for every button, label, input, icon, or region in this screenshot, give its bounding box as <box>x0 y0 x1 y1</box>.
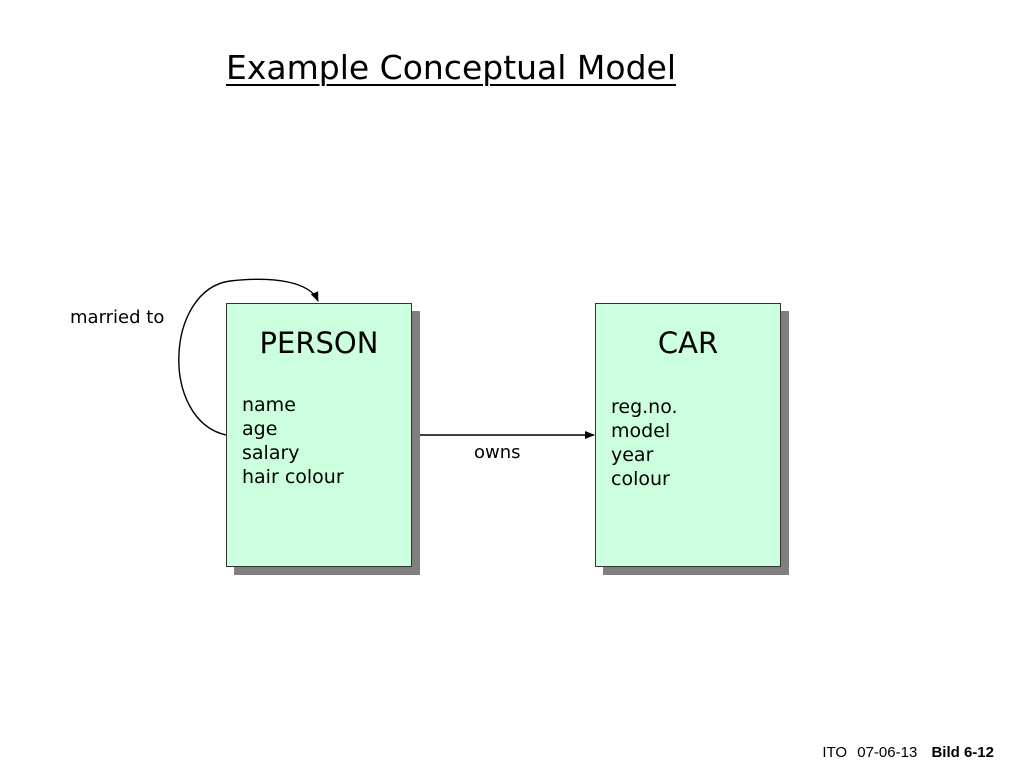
person-entity: PERSON name age salary hair colour <box>226 303 412 567</box>
footer-slide-number: Bild 6-12 <box>931 744 994 761</box>
car-attribute-year: year <box>611 444 654 466</box>
married-to-self-loop <box>178 278 319 436</box>
person-attribute-salary: salary <box>242 442 300 464</box>
person-attribute-hair-colour: hair colour <box>242 466 344 488</box>
person-attribute-name: name <box>242 394 296 416</box>
car-attribute-reg-no: reg.no. <box>611 396 678 418</box>
car-attribute-colour: colour <box>611 468 670 490</box>
footer-date: 07-06-13 <box>857 744 918 761</box>
person-attribute-list: name age salary hair colour <box>242 393 344 489</box>
married-to-label: married to <box>70 307 165 328</box>
person-attribute-age: age <box>242 418 278 440</box>
owns-label: owns <box>474 442 521 463</box>
slide-footer: ITO 07-06-13 Bild 6-12 <box>816 744 994 762</box>
car-attribute-model: model <box>611 420 671 442</box>
car-entity-name: CAR <box>657 326 719 360</box>
footer-org: ITO <box>822 744 848 761</box>
person-entity-name: PERSON <box>259 326 379 360</box>
car-entity: CAR reg.no. model year colour <box>595 303 781 567</box>
slide-title: Example Conceptual Model <box>226 48 677 87</box>
car-attribute-list: reg.no. model year colour <box>611 395 678 491</box>
